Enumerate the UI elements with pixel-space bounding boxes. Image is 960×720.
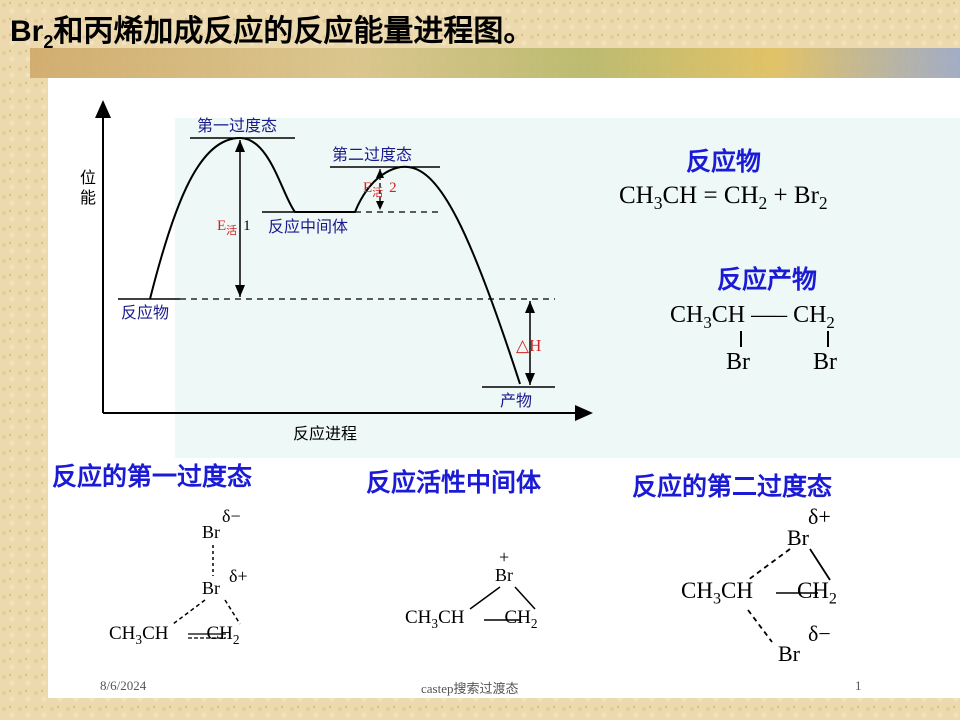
y-axis-label-2: 能 bbox=[80, 189, 96, 207]
ea2-e: E bbox=[363, 180, 372, 196]
ts1-delta-minus: δ− bbox=[222, 506, 241, 526]
inter-br: Br bbox=[495, 565, 513, 585]
ts2-label: 第二过度态 bbox=[332, 146, 412, 164]
ts1-heading: 反应的第一过度态 bbox=[52, 462, 253, 491]
product-label: 产物 bbox=[500, 392, 532, 410]
product-formula: CH3CH —– CH2 bbox=[670, 302, 835, 333]
reactant-equation: CH3CH = CH2 + Br2 bbox=[619, 182, 828, 214]
product-br-right: Br bbox=[813, 349, 837, 375]
ea2-num: 2 bbox=[389, 180, 397, 196]
footer-center: castep搜索过渡态 bbox=[421, 681, 519, 696]
footer-date: 8/6/2024 bbox=[100, 678, 147, 693]
re-b-sub: 2 bbox=[758, 193, 768, 213]
dh-h: H bbox=[529, 336, 541, 355]
pf-b: CH —– CH bbox=[711, 302, 827, 328]
ts2-heading: 反应的第二过度态 bbox=[632, 472, 833, 501]
pf-b-sub: 2 bbox=[826, 312, 835, 332]
product-br-left: Br bbox=[726, 349, 750, 375]
ts2-ch2-sub: 2 bbox=[828, 590, 837, 608]
inter-plus: + bbox=[499, 547, 510, 567]
ts2-br-bottom: Br bbox=[778, 641, 800, 666]
ea1-e: E bbox=[217, 218, 226, 234]
intermediate-label: 反应中间体 bbox=[268, 217, 348, 236]
re-a-sub: 3 bbox=[653, 193, 663, 213]
inter-ch3: CH bbox=[405, 607, 432, 628]
footer-page: 1 bbox=[855, 678, 862, 693]
ts2-delta-minus: δ− bbox=[808, 621, 831, 646]
re-a: CH bbox=[619, 182, 654, 209]
pf-a: CH bbox=[670, 302, 704, 328]
slide-title: Br2和丙烯加成反应的反应能量进程图。 bbox=[10, 6, 533, 53]
ts2-delta-plus: δ+ bbox=[808, 504, 831, 529]
ts1-ch3: CH bbox=[109, 623, 136, 644]
dh-label: △H bbox=[516, 336, 541, 355]
pf-a-sub: 3 bbox=[703, 312, 712, 332]
y-axis-label-1: 位 bbox=[80, 169, 96, 187]
ts1-br-top: Br bbox=[202, 522, 220, 542]
re-c-sub: 2 bbox=[818, 193, 828, 213]
product-heading: 反应产物 bbox=[717, 265, 818, 294]
reactant-label: 反应物 bbox=[121, 303, 169, 322]
ts1-ch: CH bbox=[142, 623, 169, 644]
ts1-label: 第一过度态 bbox=[197, 117, 277, 135]
inter-ch2-sub: 2 bbox=[530, 615, 538, 631]
ts2-ch3-sub: 3 bbox=[712, 590, 721, 608]
ts1-delta-plus: δ+ bbox=[229, 566, 248, 586]
title-br: Br bbox=[10, 15, 44, 48]
ts1-ch2-sub: 2 bbox=[232, 631, 240, 647]
intermediate-heading: 反应活性中间体 bbox=[366, 468, 542, 497]
reactant-heading: 反应物 bbox=[686, 147, 762, 176]
re-b: CH = CH bbox=[662, 182, 759, 209]
inter-ch: CH bbox=[438, 607, 465, 628]
ts2-ch2: CH bbox=[796, 578, 829, 603]
ts1-ch3-sub: 3 bbox=[135, 631, 143, 647]
ea2-sub: 活 bbox=[372, 186, 383, 199]
x-axis-label: 反应进程 bbox=[293, 424, 357, 443]
ea1-sub: 活 bbox=[226, 224, 237, 237]
title-rest: 和丙烯加成反应的反应能量进程图。 bbox=[53, 15, 534, 48]
re-c: + Br bbox=[767, 182, 819, 209]
ts1-br-mid: Br bbox=[202, 578, 220, 598]
inter-ch2: CH bbox=[504, 607, 531, 628]
inter-ch3-sub: 3 bbox=[431, 615, 439, 631]
title-subscript: 2 bbox=[43, 32, 54, 52]
ea1-num: 1 bbox=[243, 218, 251, 234]
ts2-ch: CH bbox=[721, 578, 753, 603]
ts2-ch3: CH bbox=[681, 578, 713, 603]
ts2-br-top: Br bbox=[787, 525, 809, 550]
dh-delta: △ bbox=[516, 336, 530, 355]
